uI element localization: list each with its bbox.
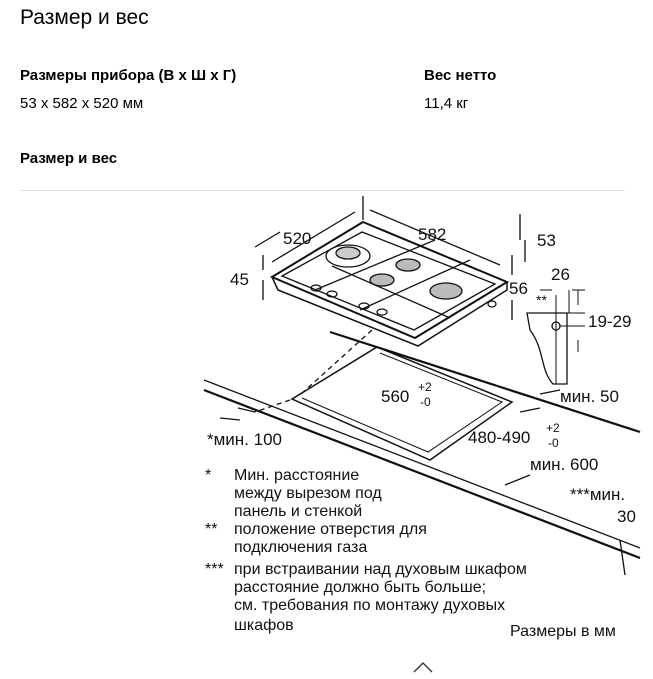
cutout — [290, 346, 514, 461]
divider — [20, 190, 625, 191]
legend-mark: ** — [205, 521, 217, 538]
units-note: Размеры в мм — [510, 623, 616, 640]
dim-560-tol-down: -0 — [420, 395, 431, 409]
legend-line: панель и стенкой — [234, 503, 362, 520]
dim-26: 26 — [551, 265, 570, 284]
countertop-front-edge — [203, 379, 641, 549]
spec-label-dimensions: Размеры прибора (В x Ш x Г) — [20, 67, 237, 84]
dim-53: 53 — [537, 231, 556, 250]
legend-line: при встраивании над духовым шкафом — [234, 561, 527, 578]
countertop-front-edge-lower — [203, 388, 641, 560]
page-title: Размер и вес — [20, 6, 149, 29]
legend-line: положение отверстия для — [234, 521, 427, 538]
dim-min30-label: ***мин. — [570, 485, 625, 504]
legend-line: Мин. расстояние — [234, 467, 359, 484]
legend-mark: *** — [205, 561, 224, 578]
legend: * Мин. расстояние между вырезом под пане… — [205, 467, 616, 640]
dim-min600: мин. 600 — [530, 455, 598, 474]
spec-value-weight: 11,4 кг — [424, 95, 469, 112]
dim-stars2: ** — [536, 292, 547, 308]
dim-56: 56 — [509, 279, 528, 298]
dim-520: 520 — [283, 229, 311, 248]
dim-480-490: 480-490 — [468, 428, 530, 447]
legend-line: подключения газа — [234, 539, 367, 556]
dim-582: 582 — [418, 225, 446, 244]
legend-line: см. требования по монтажу духовых — [234, 597, 505, 614]
spec-label-weight: Вес нетто — [424, 67, 497, 84]
legend-line: расстояние должно быть больше; — [234, 579, 486, 596]
section-title: Размер и вес — [20, 150, 118, 167]
spec-value-dimensions: 53 x 582 x 520 мм — [20, 95, 144, 112]
dim-min50: мин. 50 — [560, 387, 619, 406]
legend-line: шкафов — [234, 617, 294, 634]
dim-480-tol-down: -0 — [548, 436, 559, 450]
dim-min30-value: 30 — [617, 507, 636, 526]
dim-560: 560 — [381, 387, 409, 406]
legend-mark: * — [205, 467, 211, 484]
dim-480-tol-up: +2 — [546, 421, 560, 435]
dim-min100: *мин. 100 — [207, 430, 282, 449]
hob-outline — [269, 220, 510, 340]
chevron-up-icon[interactable] — [412, 660, 434, 674]
dim-45: 45 — [230, 270, 249, 289]
gas-connection-detail — [526, 312, 568, 385]
dim-560-tol-up: +2 — [418, 380, 432, 394]
dim-19-29: 19-29 — [588, 312, 631, 331]
legend-line: между вырезом под — [234, 485, 382, 502]
